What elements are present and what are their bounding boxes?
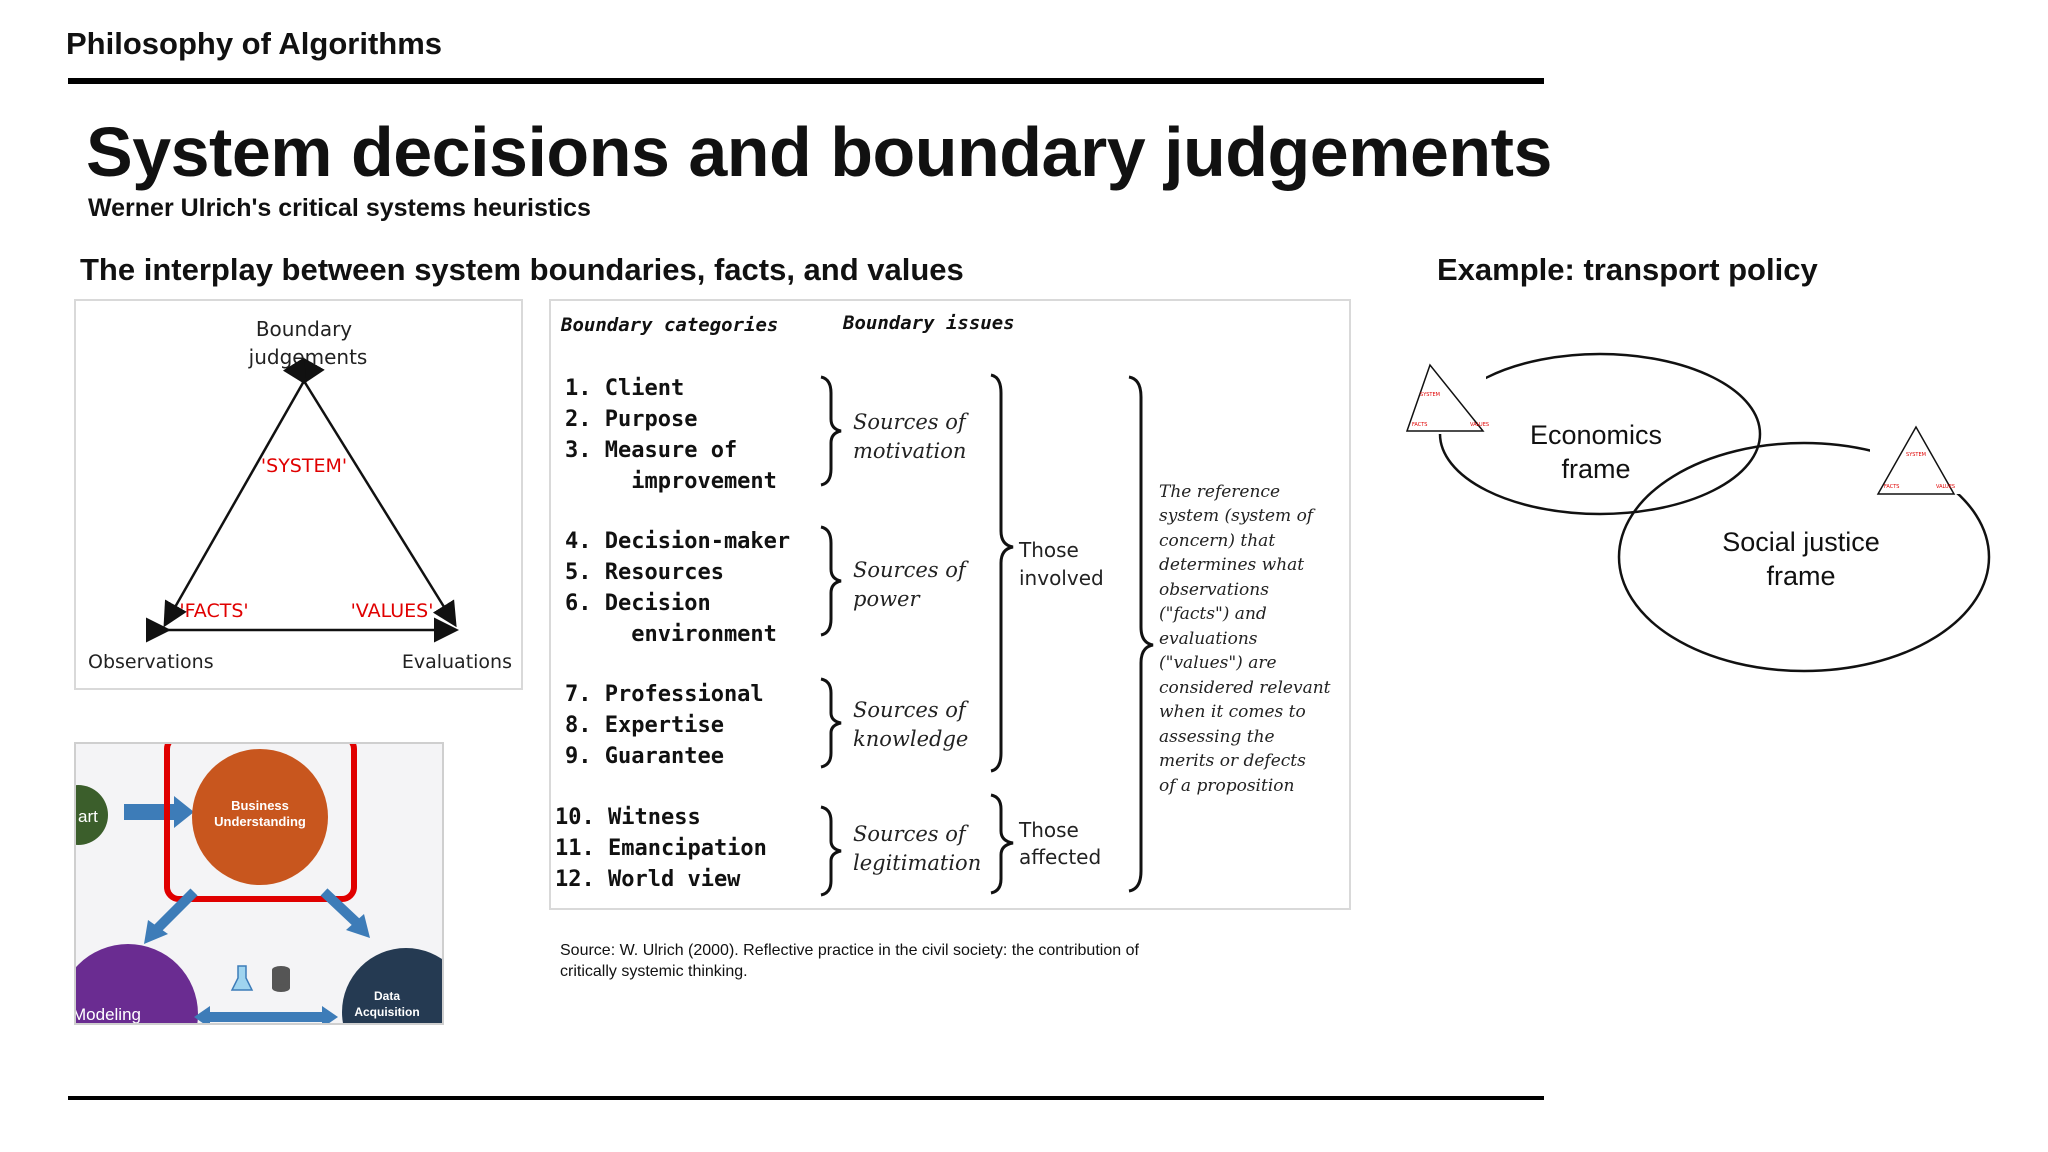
svg-text:VALUES: VALUES (1470, 422, 1489, 428)
svg-text:FACTS: FACTS (1884, 484, 1899, 490)
triangle-top-label-1: Boundary (256, 317, 352, 341)
category-item: 11. Emancipation (555, 836, 767, 861)
affected-label: affected (1019, 845, 1101, 869)
category-item: 3. Measure of (565, 438, 737, 463)
start-label: art (78, 807, 98, 826)
issue-label: Sources of (853, 558, 969, 582)
category-item: 8. Expertise (565, 713, 724, 738)
triangle-top-label-2: judgements (248, 345, 368, 369)
col-header-issues: Boundary issues (842, 312, 1015, 334)
page-title: System decisions and boundary judgements (86, 113, 1552, 191)
reference-line: The reference (1159, 482, 1280, 502)
reference-line: system (system of (1159, 506, 1316, 526)
issue-label: knowledge (853, 727, 968, 751)
reference-line: concern) that (1159, 531, 1275, 551)
social-justice-frame-ellipse (1617, 441, 1991, 673)
economics-frame-label: Economics (1530, 420, 1662, 450)
reference-line: assessing the (1159, 727, 1275, 747)
involved-label: Those (1018, 538, 1079, 562)
triangle-facts-label: 'FACTS' (179, 600, 248, 622)
category-item: environment (565, 622, 777, 647)
triangle-evaluations-label: Evaluations (402, 651, 512, 673)
category-item: 12. World view (555, 867, 741, 892)
category-item: 2. Purpose (565, 407, 697, 432)
lab-flask-icon (230, 965, 254, 991)
modeling-circle (76, 944, 198, 1023)
reference-line: ("facts") and (1159, 604, 1267, 624)
issue-label: Sources of (853, 410, 969, 434)
source-line-2: critically systemic thinking. (560, 963, 748, 980)
venn-diagram: SYSTEM FACTS VALUES SYSTEM FACTS VALUES … (1400, 352, 1991, 673)
svg-text:VALUES: VALUES (1936, 484, 1955, 490)
svg-text:SYSTEM: SYSTEM (1420, 392, 1440, 398)
reference-line: determines what (1159, 555, 1304, 575)
crisp-dm-figure: art Business Understanding Modeling Data… (74, 742, 444, 1025)
col-header-categories: Boundary categories (560, 314, 778, 336)
triangle-values-label: 'VALUES' (351, 600, 434, 622)
issue-label: motivation (853, 439, 966, 463)
header-divider (68, 78, 1544, 84)
issue-label: power (853, 587, 921, 611)
data-acquisition-circle (342, 948, 442, 1023)
triangle-system-label: 'SYSTEM' (261, 455, 347, 477)
footer-divider (68, 1096, 1544, 1100)
svg-text:SYSTEM: SYSTEM (1906, 452, 1926, 458)
category-item: 4. Decision-maker (565, 529, 790, 554)
category-item: improvement (565, 469, 777, 494)
highlight-box (164, 744, 357, 902)
category-item: 6. Decision (565, 591, 711, 616)
category-item: 7. Professional (565, 682, 764, 707)
reference-line: ("values") are (1159, 653, 1277, 673)
reference-line: evaluations (1159, 629, 1258, 649)
example-heading: Example: transport policy (1437, 252, 1818, 287)
triangle-observations-label: Observations (88, 651, 214, 673)
reference-line: observations (1159, 580, 1269, 600)
modeling-label: Modeling (76, 1005, 141, 1024)
boundary-table: Boundary categories Boundary issues 1. C… (555, 312, 1331, 897)
issue-label: Sources of (853, 822, 969, 846)
boundary-table-figure: Boundary categories Boundary issues 1. C… (549, 299, 1351, 910)
svg-text:FACTS: FACTS (1412, 422, 1427, 428)
category-item: 10. Witness (555, 805, 701, 830)
business-understanding-circle (192, 749, 328, 885)
social-justice-frame-label: Social justice (1722, 527, 1880, 557)
affected-label: Those (1018, 818, 1079, 842)
mini-triangle-1: SYSTEM FACTS VALUES (1405, 363, 1489, 432)
crisp-dm-diagram: art Business Understanding Modeling Data… (76, 744, 442, 1024)
issue-label: legitimation (853, 851, 981, 875)
mini-triangle-2: SYSTEM FACTS VALUES (1876, 425, 1956, 495)
category-item: 1. Client (565, 376, 684, 401)
data-acquisition-label: Data Acquisition (354, 989, 420, 1019)
category-item: 9. Guarantee (565, 744, 724, 769)
start-circle (76, 785, 108, 845)
reference-line: when it comes to (1159, 702, 1306, 722)
economics-frame-label: frame (1561, 454, 1630, 484)
involved-label: involved (1019, 566, 1104, 590)
page-subtitle: Werner Ulrich's critical systems heurist… (88, 194, 591, 222)
reference-line: considered relevant (1159, 678, 1331, 698)
triangle-diagram: Boundary judgements 'SYSTEM' 'FACTS' 'VA… (88, 317, 512, 673)
left-heading: The interplay between system boundaries,… (80, 252, 964, 287)
reference-line: merits or defects (1159, 751, 1306, 771)
business-understanding-label: Business Understanding (214, 798, 306, 829)
course-title: Philosophy of Algorithms (66, 26, 443, 61)
social-justice-frame-label: frame (1766, 561, 1835, 591)
source-line-1: Source: W. Ulrich (2000). Reflective pra… (560, 942, 1139, 959)
triangle-figure: Boundary judgements 'SYSTEM' 'FACTS' 'VA… (74, 299, 523, 690)
database-icon (272, 966, 290, 992)
reference-line: of a proposition (1159, 776, 1294, 796)
source-citation: Source: W. Ulrich (2000). Reflective pra… (560, 940, 1220, 982)
category-item: 5. Resources (565, 560, 724, 585)
issue-label: Sources of (853, 698, 969, 722)
